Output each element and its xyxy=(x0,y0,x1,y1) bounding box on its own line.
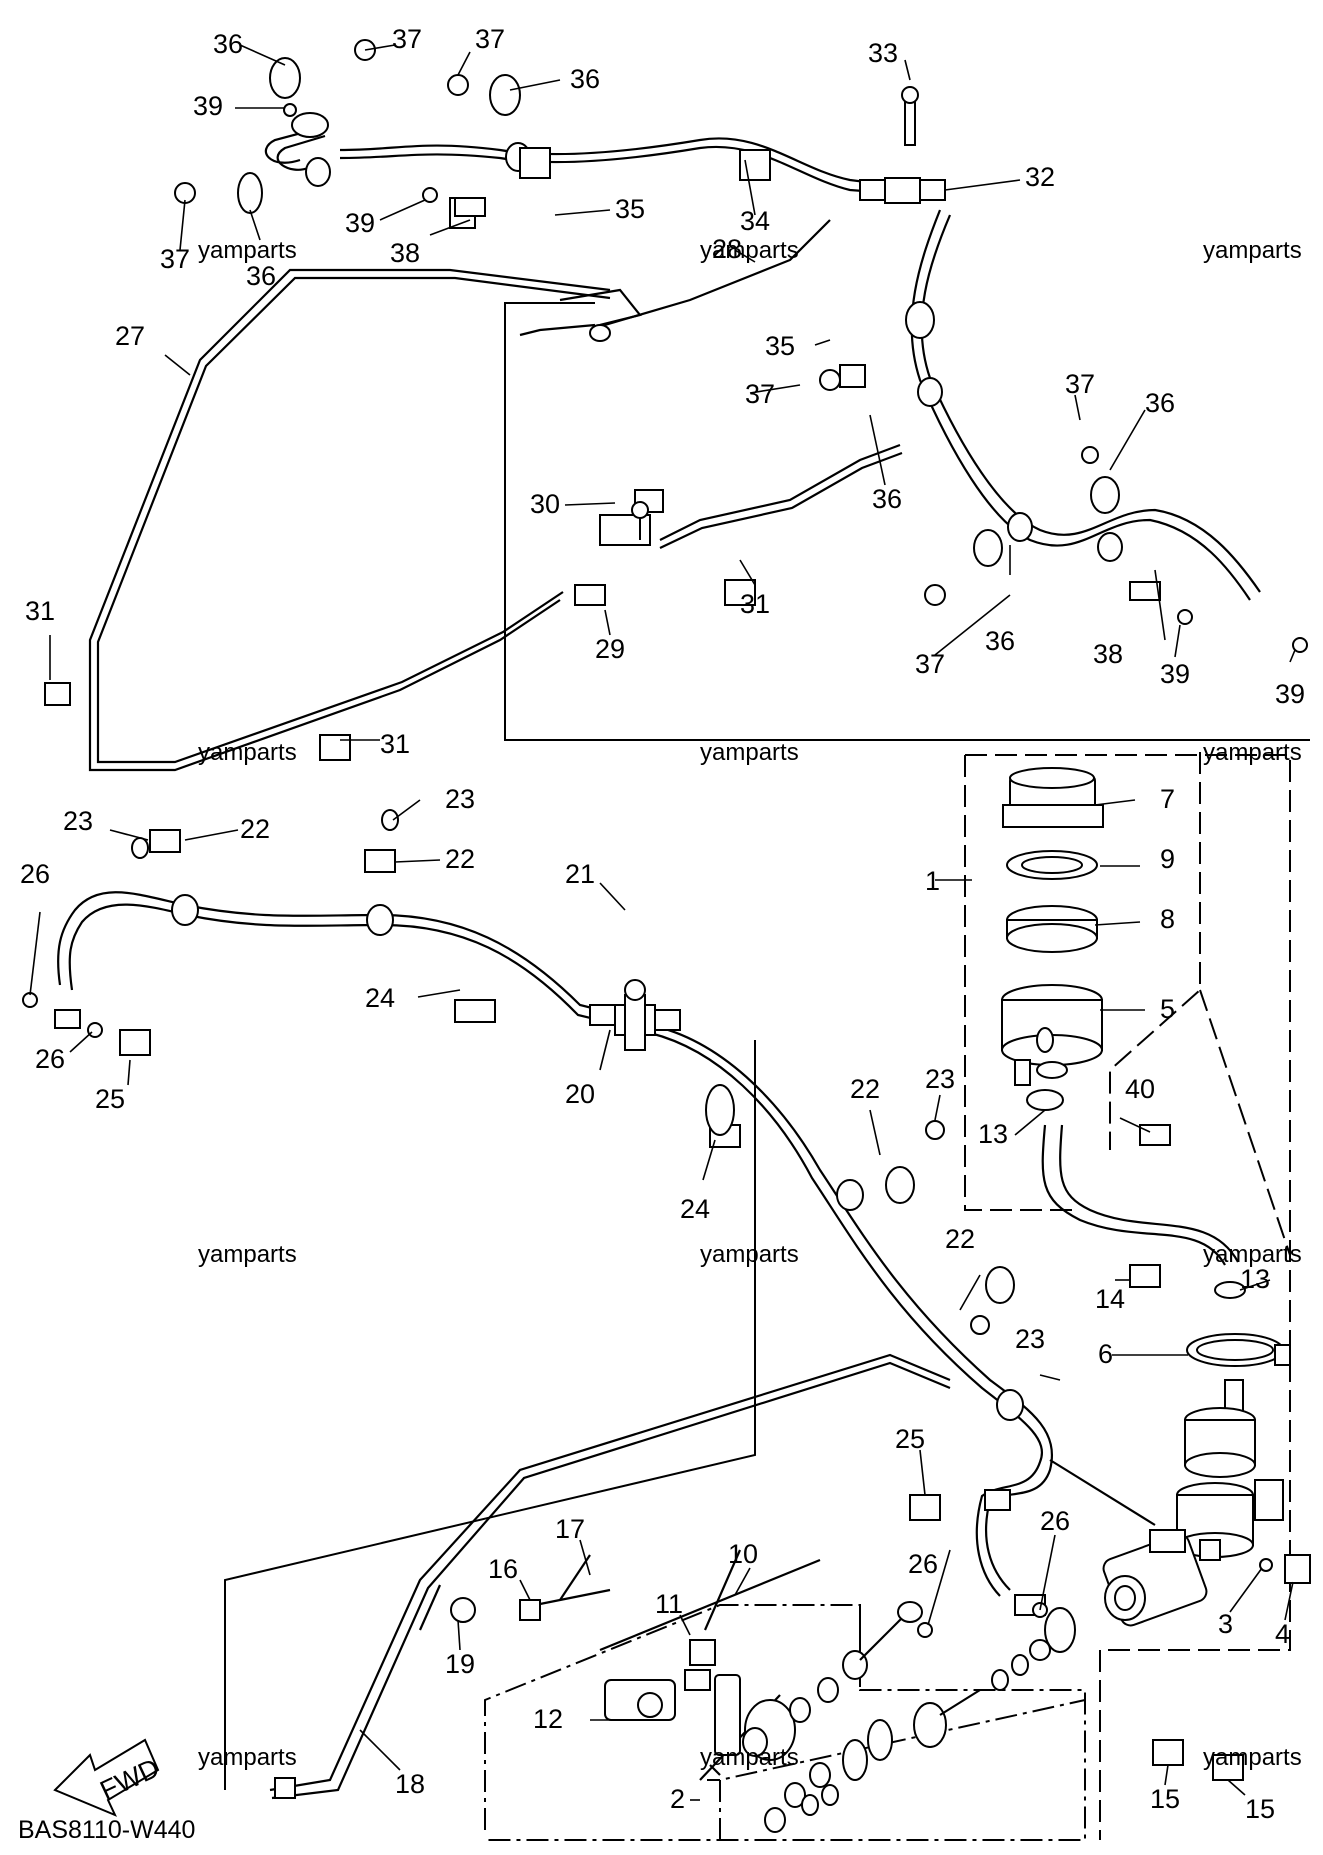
callout-21: 21 xyxy=(565,859,595,889)
callout-22: 22 xyxy=(445,844,475,874)
callout-4: 4 xyxy=(1275,1619,1290,1649)
callout-32: 32 xyxy=(1025,162,1055,192)
callout-39: 39 xyxy=(345,208,375,238)
callout-39: 39 xyxy=(193,91,223,121)
callout-37: 37 xyxy=(475,24,505,54)
callout-24: 24 xyxy=(365,983,395,1013)
watermark: yamparts xyxy=(1203,739,1302,766)
callout-22: 22 xyxy=(945,1224,975,1254)
callout-29: 29 xyxy=(595,634,625,664)
callout-31: 31 xyxy=(25,596,55,626)
callout-5: 5 xyxy=(1160,994,1175,1024)
callout-31: 31 xyxy=(740,589,770,619)
callout-13: 13 xyxy=(1240,1264,1270,1294)
callout-26: 26 xyxy=(1040,1506,1070,1536)
callout-8: 8 xyxy=(1160,904,1175,934)
fwd-arrow-icon: FWD xyxy=(53,1738,164,1817)
callout-20: 20 xyxy=(565,1079,595,1109)
watermark: yamparts xyxy=(198,237,297,264)
callout-23: 23 xyxy=(63,806,93,836)
callout-34: 34 xyxy=(740,206,770,236)
callout-37: 37 xyxy=(745,379,775,409)
callout-14: 14 xyxy=(1095,1284,1125,1314)
callout-39: 39 xyxy=(1160,659,1190,689)
callout-26: 26 xyxy=(20,859,50,889)
callout-40: 40 xyxy=(1125,1074,1155,1104)
callout-23: 23 xyxy=(1015,1324,1045,1354)
watermark: yamparts xyxy=(700,237,799,264)
callout-12: 12 xyxy=(533,1704,563,1734)
master-cylinder-assembly xyxy=(1001,767,1311,1781)
callout-18: 18 xyxy=(395,1769,425,1799)
callout-36: 36 xyxy=(985,626,1015,656)
callout-37: 37 xyxy=(1065,369,1095,399)
callout-23: 23 xyxy=(445,784,475,814)
callout-31: 31 xyxy=(380,729,410,759)
callout-36: 36 xyxy=(872,484,902,514)
group-boundaries xyxy=(224,302,1310,1841)
callout-36: 36 xyxy=(213,29,243,59)
watermark: yamparts xyxy=(700,1241,799,1268)
top-fittings xyxy=(44,39,1308,761)
callout-10: 10 xyxy=(728,1539,758,1569)
callout-19: 19 xyxy=(445,1649,475,1679)
watermark: yamparts xyxy=(700,739,799,766)
watermark: yamparts xyxy=(198,1744,297,1771)
callout-17: 17 xyxy=(555,1514,585,1544)
callout-27: 27 xyxy=(115,321,145,351)
rear-brake-pipes xyxy=(22,809,1156,1800)
callout-38: 38 xyxy=(1093,639,1123,669)
callout-26: 26 xyxy=(35,1044,65,1074)
callout-30: 30 xyxy=(530,489,560,519)
watermarks: yamparts yamparts yamparts yamparts yamp… xyxy=(198,237,1302,1771)
master-cylinder-internals xyxy=(418,1549,1076,1833)
callout-13: 13 xyxy=(978,1119,1008,1149)
callout-35: 35 xyxy=(765,331,795,361)
callout-1: 1 xyxy=(925,866,940,896)
diagram-code: BAS8110-W440 xyxy=(18,1816,195,1844)
callout-37: 37 xyxy=(915,649,945,679)
callout-22: 22 xyxy=(850,1074,880,1104)
callout-36: 36 xyxy=(570,64,600,94)
callout-labels: 36 37 37 36 33 39 32 35 34 39 38 37 36 2… xyxy=(20,24,1305,1824)
callout-26: 26 xyxy=(908,1549,938,1579)
watermark: yamparts xyxy=(700,1744,799,1771)
callout-37: 37 xyxy=(392,24,422,54)
watermark: yamparts xyxy=(198,1241,297,1268)
callout-33: 33 xyxy=(868,38,898,68)
callout-16: 16 xyxy=(488,1554,518,1584)
callout-38: 38 xyxy=(390,238,420,268)
callout-39: 39 xyxy=(1275,679,1305,709)
callout-25: 25 xyxy=(895,1424,925,1454)
callout-28: 28 xyxy=(712,234,742,264)
callout-24: 24 xyxy=(680,1194,710,1224)
callout-22: 22 xyxy=(240,814,270,844)
callout-37: 37 xyxy=(160,244,190,274)
callout-15: 15 xyxy=(1245,1794,1275,1824)
callout-6: 6 xyxy=(1098,1339,1113,1369)
watermark: yamparts xyxy=(1203,1241,1302,1268)
callout-36: 36 xyxy=(1145,388,1175,418)
watermark: yamparts xyxy=(198,739,297,766)
callout-3: 3 xyxy=(1218,1609,1233,1639)
callout-7: 7 xyxy=(1160,784,1175,814)
callout-15: 15 xyxy=(1150,1784,1180,1814)
callout-36: 36 xyxy=(246,261,276,291)
callout-2: 2 xyxy=(670,1784,685,1814)
callout-25: 25 xyxy=(95,1084,125,1114)
callout-11: 11 xyxy=(655,1589,683,1619)
callout-35: 35 xyxy=(615,194,645,224)
watermark: yamparts xyxy=(1203,1744,1302,1771)
leader-lines xyxy=(29,44,1296,1801)
watermark: yamparts xyxy=(1203,237,1302,264)
callout-9: 9 xyxy=(1160,844,1175,874)
callout-23: 23 xyxy=(925,1064,955,1094)
